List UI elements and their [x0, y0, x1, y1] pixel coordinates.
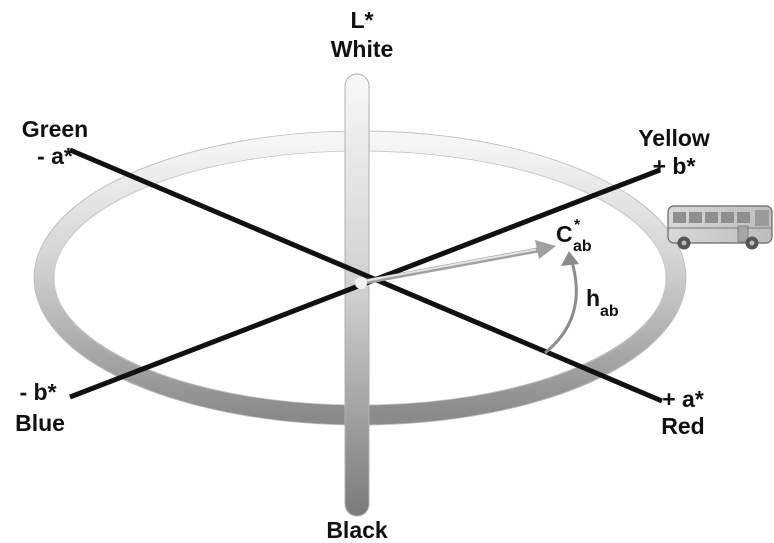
hue-label: h ab — [586, 285, 619, 320]
minus-a-label: - a* — [37, 143, 73, 169]
hue-symbol: h — [586, 285, 600, 311]
blue-label: Blue — [15, 410, 65, 436]
lightness-pole — [344, 73, 370, 517]
green-label: Green — [22, 116, 88, 142]
black-label: Black — [326, 517, 388, 543]
chroma-arrow — [363, 240, 556, 285]
chroma-label: C * ab — [556, 217, 592, 255]
lightness-symbol: L* — [351, 7, 374, 33]
chroma-symbol: C — [556, 221, 573, 247]
chroma-subscript: ab — [573, 238, 592, 255]
white-label: White — [331, 36, 394, 62]
bus-icon — [667, 205, 773, 250]
red-label: Red — [661, 413, 704, 439]
origin-point — [355, 277, 367, 289]
plus-b-label: + b* — [653, 153, 696, 179]
green-red-axis — [69, 147, 663, 404]
hue-arc — [544, 251, 579, 355]
hue-subscript: ab — [600, 303, 619, 320]
chroma-superscript: * — [574, 217, 581, 234]
yellow-label: Yellow — [638, 125, 710, 151]
plus-a-label: + a* — [662, 386, 704, 412]
minus-b-label: - b* — [19, 379, 56, 405]
